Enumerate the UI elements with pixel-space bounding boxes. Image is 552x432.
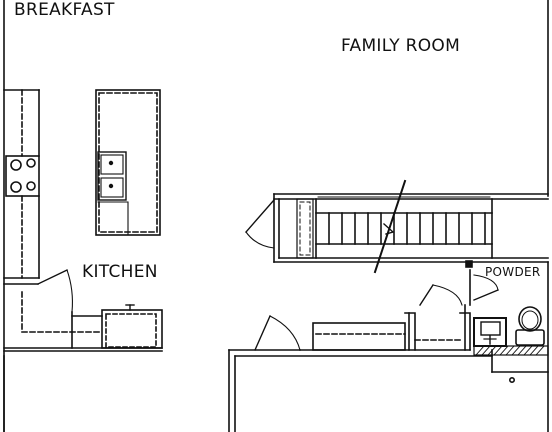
kitchen-island xyxy=(95,89,161,236)
kitchen-counter-left xyxy=(3,89,40,279)
cooktop xyxy=(5,155,40,197)
powder-sink xyxy=(473,317,507,347)
room-label-breakfast: BREAKFAST xyxy=(14,0,115,20)
stair-door xyxy=(245,199,275,249)
closet-door-right xyxy=(419,284,463,306)
pantry-door xyxy=(37,269,73,313)
corridor-walls xyxy=(3,349,493,432)
stair xyxy=(273,179,549,274)
pantry-walls xyxy=(3,283,163,352)
powder-room xyxy=(465,260,549,432)
powder-toilet xyxy=(515,306,545,346)
exterior-walls xyxy=(3,0,549,432)
room-label-kitchen: KITCHEN xyxy=(82,262,158,282)
storage-bench xyxy=(312,322,406,351)
room-label-family-room: FAMILY ROOM xyxy=(341,36,461,56)
room-label-powder: POWDER xyxy=(485,265,541,279)
closet-door-left xyxy=(254,315,301,351)
kitchen-appliance xyxy=(101,304,163,349)
closet-walls xyxy=(404,304,471,351)
